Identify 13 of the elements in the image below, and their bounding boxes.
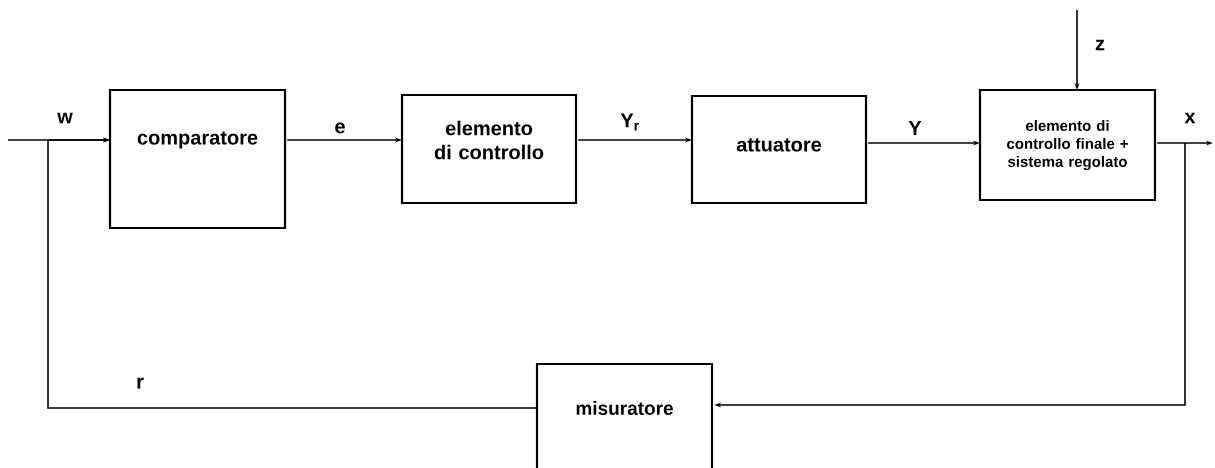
- edge-label: x: [1183, 111, 1197, 125]
- edge-label: z: [1094, 38, 1106, 52]
- arrow: [47, 137, 538, 409]
- edge-label: Y: [907, 120, 923, 136]
- process-box: comparatore: [108, 88, 287, 230]
- edge-label: r: [135, 376, 145, 390]
- process-box: elemento di controllo: [400, 93, 578, 205]
- process-box: misuratore: [535, 362, 714, 468]
- edge-label: w: [56, 111, 74, 125]
- edge-label: e: [333, 121, 347, 135]
- process-box: attuatore: [690, 94, 868, 205]
- process-box: elemento di controllo finale + sistema regolato: [978, 88, 1157, 202]
- edge-label: Y$_{r}$: [619, 112, 641, 132]
